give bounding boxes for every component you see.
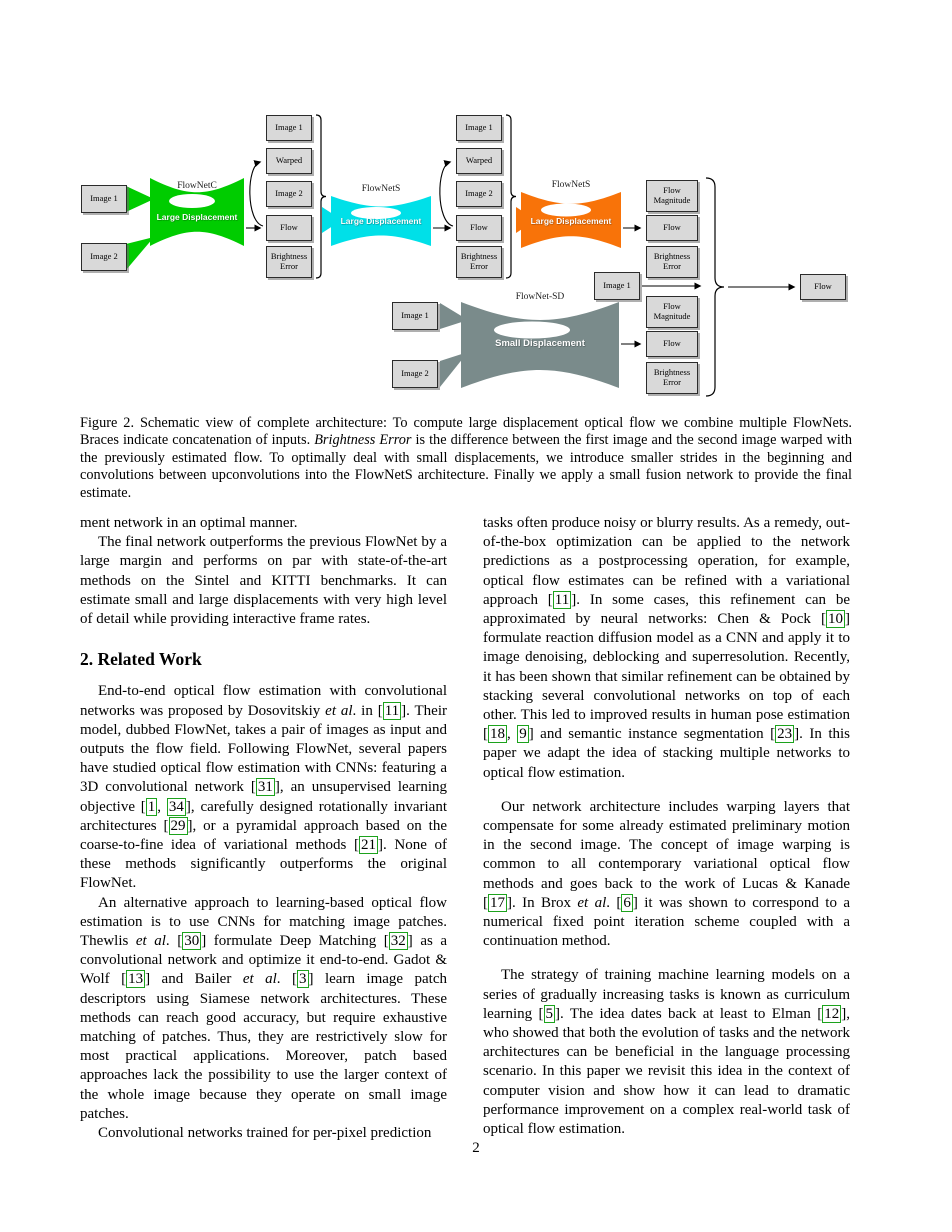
figure-box-image1: Image 1 <box>594 272 640 300</box>
flownets2-label: Large Displacement <box>530 216 612 226</box>
flownetsd-hole <box>494 321 570 339</box>
flownetc-name: FlowNetC <box>177 181 217 191</box>
flownets2-hole <box>541 203 591 217</box>
caption-italic-term: Brightness Error <box>314 432 412 449</box>
paragraph: tasks often produce noisy or blurry resu… <box>483 515 850 781</box>
figure-box-brightness-error: Brightness Error <box>646 362 698 394</box>
flownets1-shape <box>331 196 431 246</box>
page-number: 2 <box>472 1140 480 1156</box>
figure-box-final-flow: Flow <box>800 274 846 300</box>
figure-caption: Figure 2. Schematic view of complete arc… <box>80 415 852 502</box>
figure-box-brightness-error: Brightness Error <box>646 246 698 278</box>
flownetsd-network <box>440 302 619 388</box>
citation[interactable]: 12 <box>822 1004 842 1023</box>
flownetsd-label: Small Displacement <box>495 338 585 349</box>
flownets2-name: FlowNetS <box>551 180 591 190</box>
citation[interactable]: 11 <box>382 701 402 720</box>
figure-diagram <box>126 114 796 397</box>
citation[interactable]: 30 <box>182 932 202 951</box>
citation[interactable]: 3 <box>297 970 309 989</box>
citation[interactable]: 9 <box>517 725 529 744</box>
figure-box-flow-magnitude: Flow Magnitude <box>646 296 698 328</box>
figure-box-flow: Flow <box>646 331 698 357</box>
section-heading: 2. Related Work <box>80 649 202 670</box>
figure-box-flow: Flow <box>266 215 312 241</box>
caption-text-1: Figure 2. Schematic view of complete arc… <box>80 415 852 449</box>
figure-box-warped: Warped <box>266 148 312 174</box>
citation[interactable]: 17 <box>488 893 507 912</box>
paragraph: Convolutional networks trained for per-p… <box>98 1125 432 1142</box>
concat-brace-1 <box>315 114 327 279</box>
figure-box-flow: Flow <box>646 215 698 241</box>
citation[interactable]: 18 <box>488 725 507 744</box>
figure-box-brightness-error: Brightness Error <box>266 246 312 278</box>
figure-box-image2: Image 2 <box>266 181 312 207</box>
flownetsd-name: FlowNet-SD <box>515 292 565 302</box>
paragraph: Our network architecture includes warpin… <box>483 798 850 950</box>
figure-box-image1: Image 1 <box>266 115 312 141</box>
flownetc-input-arrow-2 <box>126 237 154 270</box>
flownetc-label: Large Displacement <box>156 212 238 222</box>
paragraph: End-to-end optical flow estimation with … <box>80 683 448 892</box>
flownetc-shape <box>150 178 244 246</box>
citation[interactable]: 5 <box>543 1004 555 1023</box>
figure-box-image2: Image 2 <box>392 360 438 388</box>
right-column: tasks often produce noisy or blurry resu… <box>483 514 850 1143</box>
citation[interactable]: 21 <box>358 836 378 855</box>
citation[interactable]: 32 <box>388 932 408 951</box>
citation[interactable]: 31 <box>255 778 275 797</box>
figure-box-image1: Image 1 <box>81 185 127 213</box>
flownetc-network <box>126 178 244 270</box>
figure-box-image1: Image 1 <box>392 302 438 330</box>
fusion-concat-brace <box>705 177 725 397</box>
architecture-figure: Image 1 Image 2 Image 1 Warped Image 2 F… <box>76 100 876 410</box>
flow-arrows <box>246 160 796 348</box>
citation[interactable]: 1 <box>145 797 158 816</box>
paragraph: The strategy of training machine learnin… <box>483 967 851 1138</box>
citation[interactable]: 29 <box>168 816 188 835</box>
citation[interactable]: 23 <box>775 725 795 744</box>
flownetsd-shape <box>461 302 619 388</box>
paragraph: ment network in an optimal manner. <box>80 515 298 531</box>
figure-box-image2: Image 2 <box>456 181 502 207</box>
figure-box-image2: Image 2 <box>81 243 127 271</box>
flownets1-label: Large Displacement <box>340 216 422 226</box>
warp-loop-arrow-2 <box>439 160 454 227</box>
two-column-body: ment network in an optimal manner. The f… <box>80 514 850 1143</box>
paragraph: An alternative approach to learning-base… <box>80 894 448 1122</box>
flownets1-network <box>322 196 431 246</box>
flownets1-hole <box>351 207 401 219</box>
figure-box-flow: Flow <box>456 215 502 241</box>
figure-box-brightness-error: Brightness Error <box>456 246 502 278</box>
figure-box-warped: Warped <box>456 148 502 174</box>
left-column: ment network in an optimal manner. The f… <box>80 514 447 1143</box>
flownetc-hole <box>169 194 215 208</box>
concat-brace-2 <box>505 114 517 279</box>
flownetc-input-arrow-1 <box>126 186 154 212</box>
caption-text-2: is the difference between the first imag… <box>80 432 853 501</box>
citation[interactable]: 13 <box>126 970 146 989</box>
flownets2-network <box>516 192 621 248</box>
figure-box-flow-magnitude: Flow Magnitude <box>646 180 698 212</box>
warp-loop-arrow-1 <box>249 160 264 227</box>
citation[interactable]: 6 <box>621 893 633 912</box>
citation[interactable]: 34 <box>166 797 186 816</box>
citation[interactable]: 11 <box>552 590 572 609</box>
figure-box-image1: Image 1 <box>456 115 502 141</box>
paragraph: The final network outperforms the previo… <box>80 534 447 628</box>
citation[interactable]: 10 <box>826 610 845 629</box>
flownets1-name: FlowNetS <box>361 184 401 194</box>
flownets2-shape <box>521 192 621 248</box>
flownetsd-input-arrow-1 <box>440 303 468 329</box>
